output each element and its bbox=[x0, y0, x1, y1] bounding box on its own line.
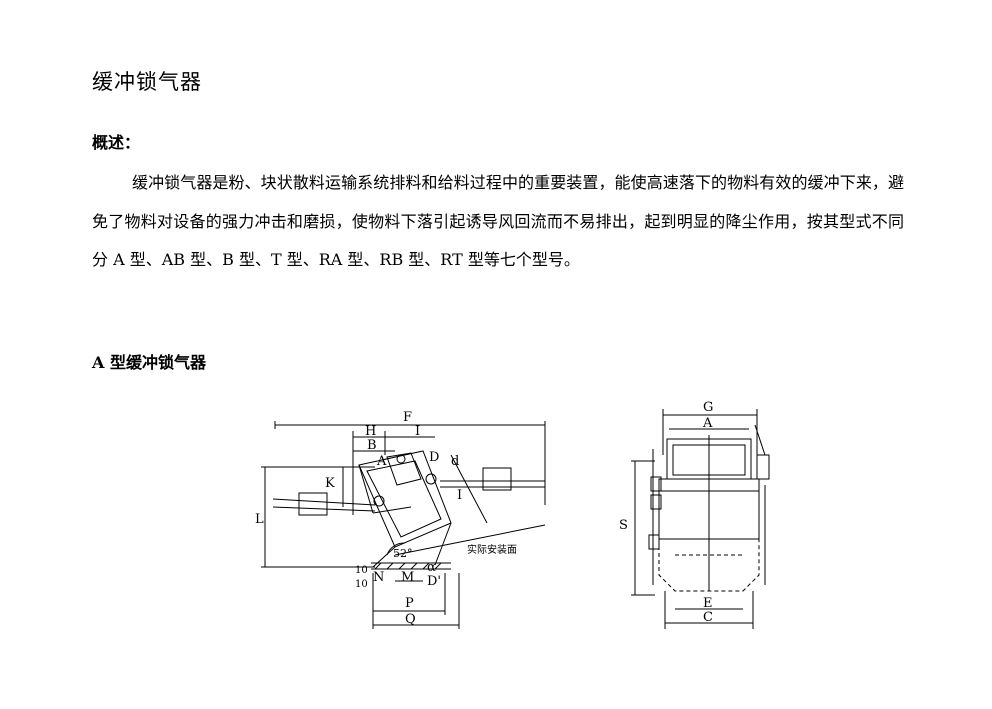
label-angle: 52° bbox=[393, 547, 413, 560]
overview-heading: 概述： bbox=[92, 133, 141, 152]
label-install-plane: 实际安装面 bbox=[467, 543, 517, 556]
overview-paragraph: 缓冲锁气器是粉、块状散料运输系统排料和给料过程中的重要装置，能使高速落下的物料有… bbox=[92, 173, 904, 269]
label-H: H bbox=[365, 424, 376, 439]
label-I-side: I bbox=[457, 488, 462, 503]
label-K: K bbox=[325, 476, 335, 491]
label-ten-b: 10 bbox=[355, 565, 368, 576]
label-I-top: I bbox=[415, 424, 420, 439]
label-C: C bbox=[703, 610, 713, 625]
label-D: D bbox=[429, 450, 439, 465]
label-G: G bbox=[703, 400, 713, 415]
label-B: B bbox=[367, 438, 377, 453]
front-view-drawing bbox=[631, 409, 770, 629]
label-P: P bbox=[405, 596, 414, 611]
label-E: E bbox=[703, 596, 713, 611]
label-d: d bbox=[451, 454, 459, 469]
label-N: N bbox=[373, 570, 384, 585]
subsection-heading: A 型缓冲锁气器 bbox=[92, 353, 206, 372]
label-M: M bbox=[401, 570, 414, 585]
label-F: F bbox=[403, 410, 412, 425]
page-title: 缓冲锁气器 bbox=[92, 70, 202, 94]
technical-drawing: F H I B A D d K L I 52° 实际安装面 10 10 N M … bbox=[255, 400, 770, 629]
label-D-prime: D' bbox=[427, 574, 441, 589]
side-view-drawing bbox=[261, 421, 546, 629]
label-A-front: A bbox=[702, 416, 713, 431]
label-Q: Q bbox=[405, 612, 416, 627]
label-L: L bbox=[255, 512, 264, 527]
label-ten-a: 10 bbox=[355, 579, 368, 590]
label-S: S bbox=[619, 518, 628, 533]
label-A: A bbox=[376, 454, 387, 469]
label-alpha: α bbox=[427, 560, 436, 575]
